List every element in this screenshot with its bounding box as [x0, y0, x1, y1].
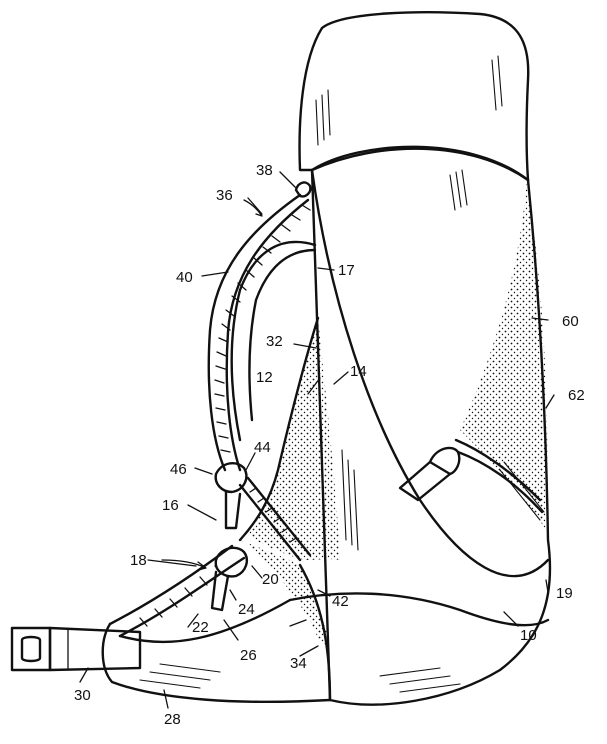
webbing-stitch	[249, 487, 297, 543]
label-32: 32	[266, 333, 283, 350]
shoulder-strap-outer	[207, 193, 302, 472]
label-44: 44	[254, 439, 271, 456]
lower-buckle-tab	[210, 570, 230, 612]
pad-hatching	[139, 663, 461, 693]
label-22: 22	[192, 619, 209, 636]
hip-buckle-body	[48, 626, 142, 672]
side-compression-strap	[454, 438, 544, 514]
label-38: 38	[256, 162, 273, 179]
lower-right-hatching	[499, 461, 545, 521]
label-62: 62	[568, 387, 585, 404]
label-17: 17	[338, 262, 355, 279]
strap-padding-inner	[248, 248, 317, 422]
label-10: 10	[520, 627, 537, 644]
label-34: 34	[290, 655, 307, 672]
lower-mesh-panel	[240, 540, 330, 647]
label-18: 18	[130, 552, 147, 569]
label-16: 16	[162, 497, 179, 514]
lower-pocket-curve	[288, 592, 550, 627]
hip-belt-outer	[108, 544, 246, 638]
top-lid	[298, 11, 530, 182]
arrow-18	[161, 559, 207, 571]
label-42: 42	[332, 593, 349, 610]
side-gusset	[298, 563, 332, 702]
lid-hatching	[315, 55, 503, 146]
hip-pad	[101, 622, 332, 704]
webbing-strap	[238, 476, 312, 562]
hip-buckle-hole	[20, 635, 42, 663]
lid-seam	[310, 145, 530, 182]
label-36: 36	[216, 187, 233, 204]
label-12: 12	[256, 369, 273, 386]
shoulder-strap-inner	[225, 198, 310, 472]
strap-stitch-ticks	[214, 204, 311, 453]
hip-buckle-clip	[10, 626, 52, 672]
strap-padding-loop	[230, 240, 317, 442]
side-compression-buckle	[398, 460, 452, 502]
label-60: 60	[562, 313, 579, 330]
upper-buckle	[214, 462, 248, 494]
label-20: 20	[262, 571, 279, 588]
strap-top-anchor	[294, 181, 312, 198]
label-26: 26	[240, 647, 257, 664]
right-mesh-panel	[460, 180, 548, 530]
label-46: 46	[170, 461, 187, 478]
label-28: 28	[164, 711, 181, 728]
hip-pad-top	[118, 598, 292, 644]
upper-buckle-tab	[224, 490, 242, 530]
label-14: 14	[350, 363, 367, 380]
label-30: 30	[74, 687, 91, 704]
body-hatching	[341, 169, 468, 551]
label-19: 19	[556, 585, 573, 602]
label-24: 24	[238, 601, 255, 618]
arrow-36	[243, 199, 263, 217]
hip-belt-stitch	[139, 565, 223, 627]
main-body-outline	[310, 168, 552, 706]
left-mesh-panel	[248, 318, 340, 560]
back-panel-edge	[238, 316, 320, 542]
leader-lines	[79, 171, 555, 709]
label-40: 40	[176, 269, 193, 286]
